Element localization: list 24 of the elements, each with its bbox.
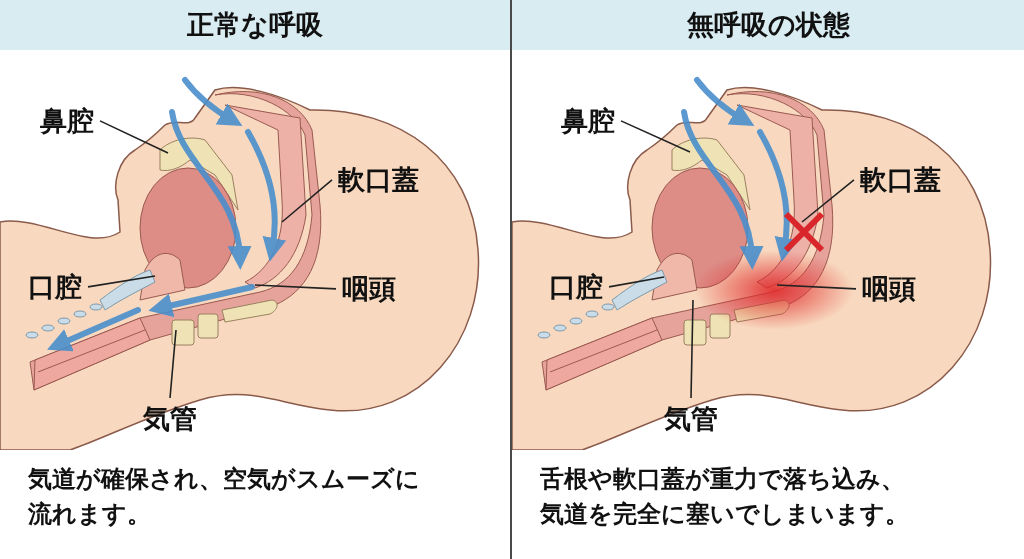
part-label: 鼻腔 xyxy=(561,104,615,138)
part-label: 咽頭 xyxy=(342,272,396,306)
panel-description: 舌根や軟口蓋が重力で落ち込み、気道を完全に塞いでしまいます。 xyxy=(540,464,910,530)
part-label: 口腔 xyxy=(28,270,82,304)
leader-line xyxy=(776,284,857,290)
part-label: 気管 xyxy=(664,402,718,436)
leader-line xyxy=(254,284,337,290)
leader-line xyxy=(99,120,169,154)
leader-line xyxy=(608,276,665,288)
part-label: 軟口蓋 xyxy=(338,163,419,197)
panel-description: 気道が確保され、空気がスムーズに流れます。 xyxy=(28,464,421,530)
part-label: 口腔 xyxy=(549,270,603,304)
panel-title: 正常な呼吸 xyxy=(0,0,510,50)
leader-line xyxy=(620,120,691,153)
part-label: 咽頭 xyxy=(862,272,916,306)
panel-title: 無呼吸の状態 xyxy=(512,0,1024,50)
leader-line xyxy=(690,299,694,399)
leader-line xyxy=(87,275,156,288)
part-label: 軟口蓋 xyxy=(860,163,941,197)
panel xyxy=(0,0,512,559)
leader-line xyxy=(281,179,333,223)
part-label: 鼻腔 xyxy=(40,104,94,138)
leader-line xyxy=(801,179,855,223)
leader-line xyxy=(169,329,177,399)
